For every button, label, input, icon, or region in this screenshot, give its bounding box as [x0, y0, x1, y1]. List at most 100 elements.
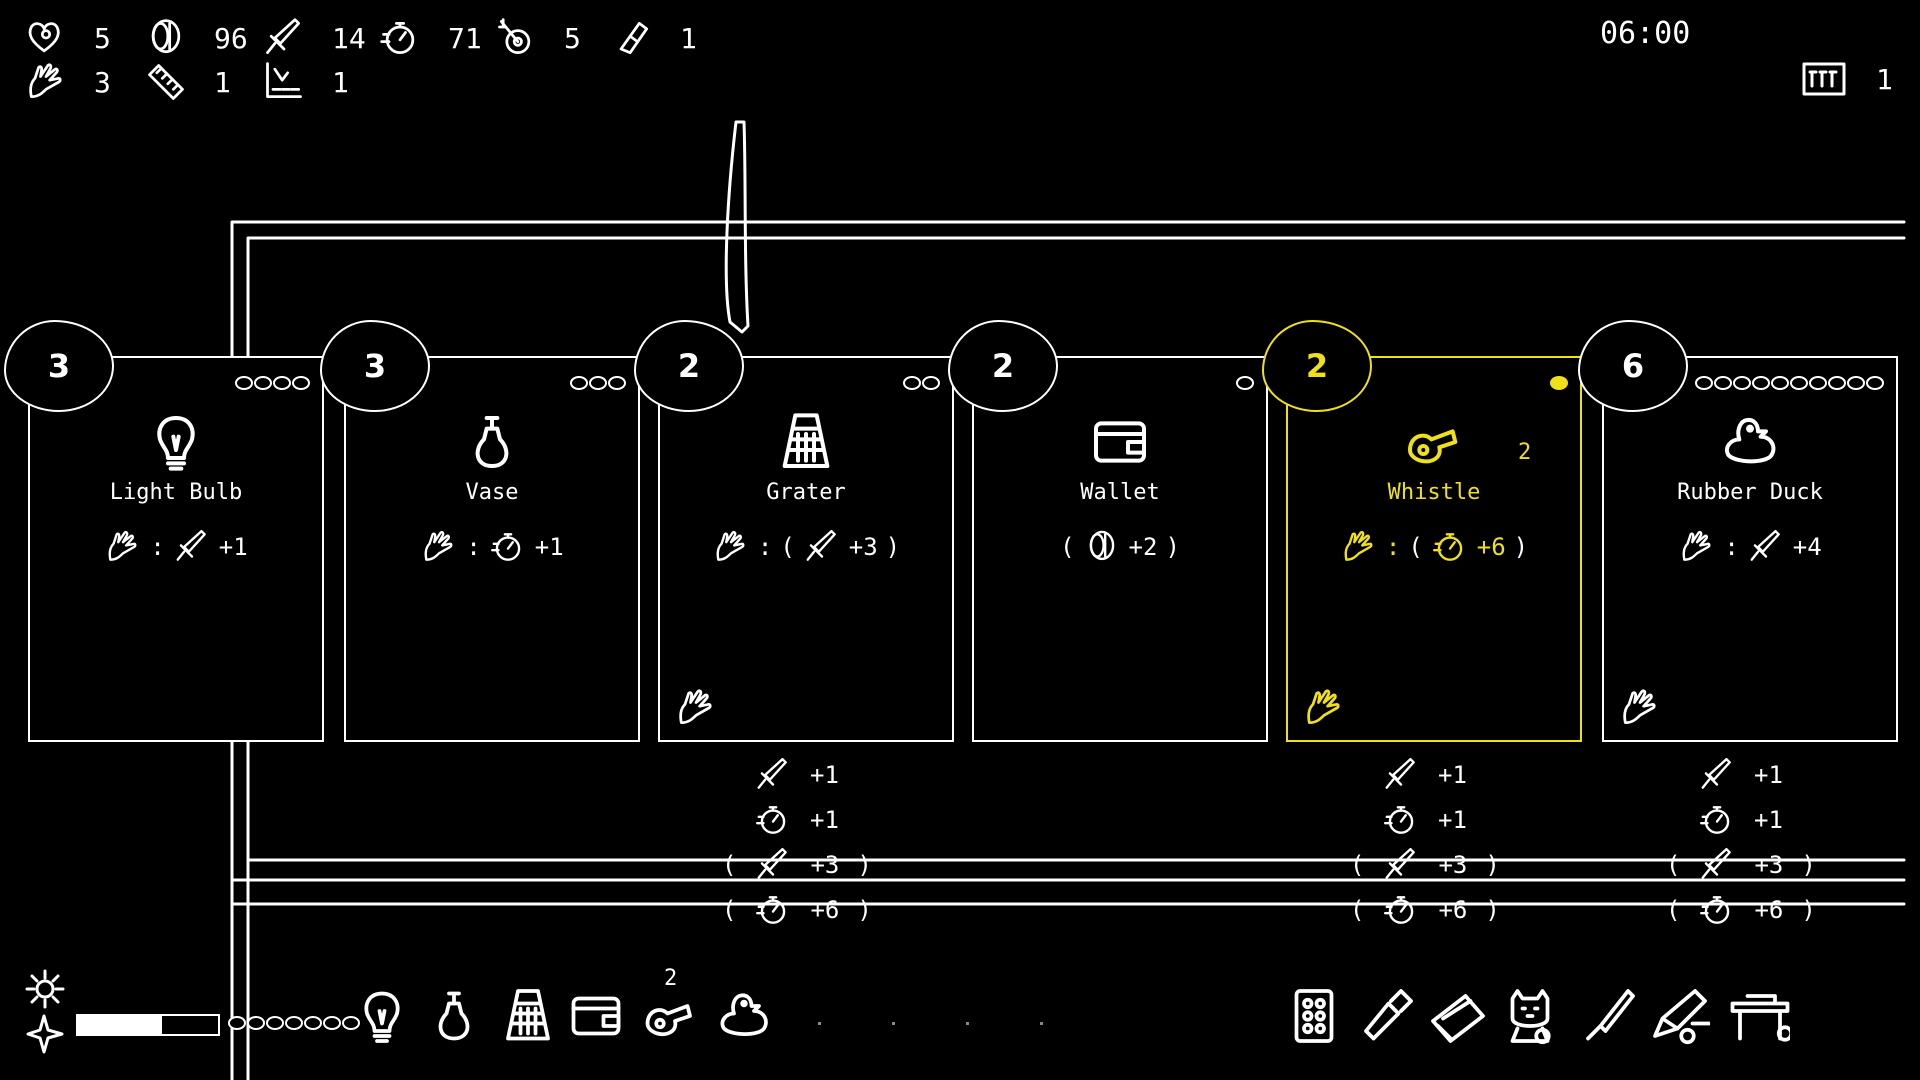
card-effect: :(+6) — [1288, 528, 1580, 566]
inventory-slot-whistle[interactable]: 2 — [640, 966, 700, 1056]
cat-icon — [1510, 989, 1551, 1045]
charge-pip — [1866, 376, 1884, 390]
sword-icon — [1750, 529, 1780, 561]
empty-slot-dot — [892, 1022, 895, 1025]
sword-icon — [758, 847, 788, 879]
empty-slot-dot — [1040, 1022, 1043, 1025]
hud-stat-coin: 96 — [144, 16, 248, 60]
inventory-slot-cat[interactable] — [1500, 986, 1560, 1056]
hand-marker — [1302, 686, 1348, 726]
sword-icon — [266, 18, 301, 55]
charge-pip — [1771, 376, 1789, 390]
card-effect: :(+3) — [660, 528, 952, 566]
inventory-slot-grater[interactable] — [498, 986, 558, 1056]
slot-icon — [1802, 62, 1846, 96]
knife-icon — [1586, 989, 1635, 1041]
stat-summary-value: +6 — [1754, 895, 1784, 924]
stat-summary-line: (+3) — [722, 842, 902, 887]
stat-summary-line: +1 — [722, 797, 902, 842]
charge-pip — [1828, 376, 1846, 390]
inventory-slot-bottle[interactable] — [1356, 986, 1416, 1056]
card-illustration — [1718, 410, 1782, 474]
vase-icon — [438, 991, 470, 1041]
hud-stat-value: 1 — [680, 21, 697, 55]
charge-pip — [292, 376, 310, 390]
stat-summary: +1 +1 (+3)(+6) — [1666, 752, 1846, 932]
stat-summary-value: +1 — [810, 805, 839, 834]
bottle-icon — [1364, 989, 1413, 1041]
hand-icon — [1682, 530, 1711, 561]
energy-pip — [266, 1016, 284, 1030]
charge-pip — [235, 376, 253, 390]
charge-pip — [1847, 376, 1865, 390]
inventory-slot-vase[interactable] — [424, 986, 484, 1056]
card-effect: :+1 — [346, 528, 638, 566]
energy-pip — [285, 1016, 303, 1030]
grater-icon — [506, 989, 550, 1041]
inventory-slot-lightbulb[interactable] — [352, 986, 412, 1056]
ruler-icon — [148, 64, 184, 100]
stat-summary-line: +1 — [722, 752, 902, 797]
charge-pip — [608, 376, 626, 390]
hand-icon — [424, 530, 453, 561]
card-cost: 6 — [1578, 320, 1688, 412]
rubber-duck-icon — [1724, 418, 1776, 464]
card-name: Rubber Duck — [1677, 480, 1823, 505]
card-cost: 3 — [4, 320, 114, 412]
charge-pip — [273, 376, 291, 390]
charge-pip — [1714, 376, 1732, 390]
stat-summary-line: (+3) — [1666, 842, 1846, 887]
slot-counter[interactable]: 1 — [1802, 62, 1893, 96]
stat-summary: +1+1(+3)(+6) — [1350, 752, 1530, 932]
stat-summary-line: +1 — [1350, 797, 1530, 842]
wallet-icon — [1094, 421, 1146, 463]
settings-gear-icon[interactable] — [24, 968, 66, 1010]
inventory-slot-book[interactable] — [1428, 986, 1488, 1056]
sword-icon — [1385, 757, 1415, 789]
stat-summary-line: +1 — [1666, 752, 1846, 797]
hand-icon — [1623, 689, 1656, 725]
stat-summary-value: +1 — [1754, 805, 1783, 834]
card-name: Vase — [465, 480, 519, 505]
whistle-icon — [1408, 429, 1458, 464]
hud-stat-ruler: 1 — [144, 60, 231, 104]
effect-separator: : — [757, 533, 773, 561]
stat-summary-line: (+6) — [1666, 887, 1846, 932]
hud-stat-stopwatch: 71 — [378, 16, 482, 60]
clock: 06:00 — [1600, 16, 1691, 51]
hand-icon — [108, 530, 137, 561]
card-charges — [903, 376, 940, 390]
hud-stat-pill: 1 — [610, 16, 697, 60]
stat-summary-line: (+6) — [722, 887, 902, 932]
effect-value: +1 — [218, 533, 248, 561]
card-illustration — [460, 410, 524, 474]
card-illustration — [1088, 410, 1152, 474]
hand-icon — [1307, 689, 1340, 725]
stopwatch-icon — [1383, 805, 1414, 834]
hud-stat-value: 1 — [332, 65, 349, 99]
sparkle-icon — [26, 1014, 64, 1054]
card-cost: 2 — [634, 320, 744, 412]
card-effect: (+2) — [974, 528, 1266, 566]
coin-icon — [151, 19, 181, 54]
inventory-slot-pill-pack[interactable] — [1284, 986, 1344, 1056]
hud-stat-heart: 5 — [24, 16, 111, 60]
target-icon — [498, 18, 531, 55]
inventory-slot-wallet[interactable] — [566, 986, 626, 1056]
stopwatch-icon — [1384, 895, 1414, 924]
hud-stat-value: 96 — [214, 21, 248, 55]
inventory-slot-pencil[interactable] — [1650, 986, 1730, 1056]
inventory-slot-desk[interactable] — [1730, 986, 1810, 1056]
charge-pip — [1236, 376, 1254, 390]
book-icon — [1431, 994, 1485, 1043]
inventory-slot-rubber-duck[interactable] — [714, 986, 774, 1056]
inventory-slot-knife[interactable] — [1578, 986, 1638, 1056]
energy-pip — [323, 1016, 341, 1030]
hud-stat-sword: 14 — [262, 16, 366, 60]
